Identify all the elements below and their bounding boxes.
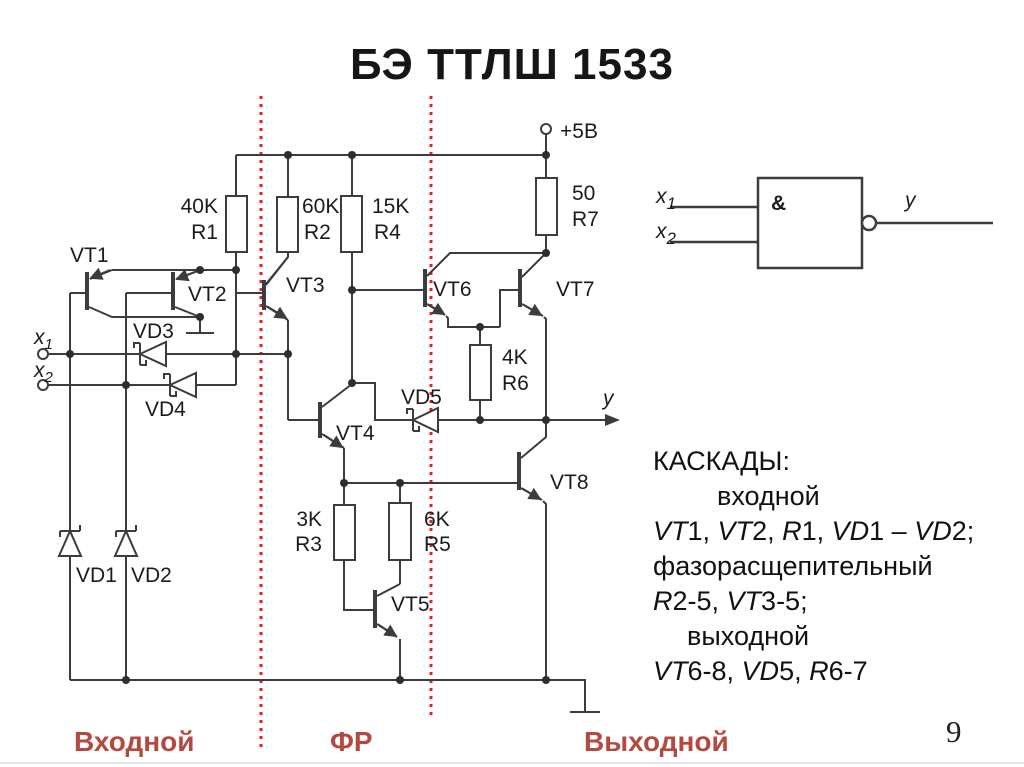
label-vt8: VT8 <box>550 471 589 494</box>
label-r7-name: R7 <box>572 208 599 231</box>
label-r3-value: 3K <box>296 508 322 531</box>
gate-y-label: y <box>903 189 917 212</box>
resistor-r6 <box>469 344 492 401</box>
wire-vt3 <box>265 256 289 354</box>
diodes <box>57 340 439 557</box>
label-output-y: y <box>601 387 615 410</box>
diode-vd1 <box>57 525 83 557</box>
label-r7-value: 50 <box>572 182 595 205</box>
caption-line: КАСКАДЫ: <box>653 446 790 476</box>
label-input-x2: x2 <box>33 359 54 386</box>
diode-vd5 <box>406 406 439 434</box>
label-vt5: VT5 <box>391 593 430 616</box>
diode-vd4 <box>163 371 197 399</box>
section-label-phase: ФР <box>330 726 373 757</box>
vt8-emitter-arrow <box>522 487 542 500</box>
label-r6-value: 4K <box>502 346 528 369</box>
label-vt4: VT4 <box>336 422 375 445</box>
wire-vt7 <box>499 252 547 420</box>
junction-dots <box>66 151 550 684</box>
label-vt3: VT3 <box>286 274 325 297</box>
wire-x1-line <box>48 353 318 421</box>
caption-line: R2-5, VT3-5; <box>653 586 808 616</box>
label-r4-name: R4 <box>374 221 401 244</box>
page-number: 9 <box>946 714 962 749</box>
emitter-arrows <box>89 267 543 638</box>
resistor-r1 <box>225 195 248 253</box>
gate-x1-label: x1 <box>655 185 676 213</box>
label-r1-value: 40K <box>181 195 218 218</box>
resistor-r4 <box>340 195 363 253</box>
power-terminal <box>540 123 552 135</box>
label-vd5: VD5 <box>401 386 442 409</box>
wire-power <box>236 134 547 156</box>
wire-vt8 <box>520 420 547 680</box>
label-vt1: VT1 <box>70 244 109 267</box>
gate-inversion-circle <box>860 214 878 232</box>
resistor-r7 <box>535 177 558 236</box>
label-r4-value: 15K <box>372 195 409 218</box>
wire-node-riser <box>235 270 262 385</box>
vt6-emitter-arrow <box>428 302 446 316</box>
diode-vd2 <box>113 525 139 557</box>
label-r2-name: R2 <box>304 221 331 244</box>
vt3-emitter-arrow <box>267 306 288 320</box>
wire-ground-rail <box>70 679 600 713</box>
label-r6-name: R6 <box>502 372 529 395</box>
slide-bottom-edge <box>0 762 1024 764</box>
label-vd4: VD4 <box>145 398 186 421</box>
label-r1-name: R1 <box>191 221 218 244</box>
caption-line: VT1, VT2, R1, VD1 – VD2; <box>653 516 975 546</box>
gate-op-label: & <box>771 192 786 215</box>
resistor-r3 <box>333 504 356 561</box>
resistor-r5 <box>388 502 412 561</box>
circuit-wires <box>48 134 606 713</box>
nand-gate-symbol: & x1 x2 y <box>655 176 993 270</box>
label-r5-value: 6K <box>424 508 450 531</box>
transistor-bars <box>85 269 522 628</box>
label-vd2: VD2 <box>131 564 172 587</box>
section-label-output: Выходной <box>584 726 729 757</box>
wire-vt4-collector-jog <box>352 382 413 421</box>
section-label-input: Входной <box>74 726 195 757</box>
label-vd1: VD1 <box>76 564 117 587</box>
label-vt6: VT6 <box>433 278 472 301</box>
label-r3-name: R3 <box>295 533 322 556</box>
caption-line: входной <box>717 481 820 511</box>
resistor-r2 <box>276 196 299 253</box>
label-input-x1: x1 <box>33 326 53 353</box>
vt5-emitter-arrow <box>378 624 398 638</box>
page-title: БЭ ТТЛШ 1533 <box>350 40 674 89</box>
wire-vt6 <box>352 252 546 328</box>
caption-line: выходной <box>687 621 810 651</box>
terminals <box>37 123 552 391</box>
caption-line: VT6-8, VD5, R6-7 <box>653 656 868 686</box>
caption-line: фазорасщепительный <box>653 551 933 581</box>
label-vt7: VT7 <box>556 278 595 301</box>
vt2-emitter-arrow <box>175 268 199 282</box>
gate-input-lines <box>670 205 993 244</box>
input-x1-terminal <box>37 348 49 360</box>
label-vt2: VT2 <box>188 283 227 306</box>
gate-body <box>756 176 864 270</box>
input-x2-terminal <box>37 379 49 391</box>
label-vd3: VD3 <box>133 320 174 343</box>
component-labels: +5В 40K R1 60K R2 15K R4 50 R7 4K R6 3K … <box>33 120 615 616</box>
label-power: +5В <box>560 120 598 143</box>
resistors <box>225 177 558 561</box>
output-arrowhead <box>605 414 620 426</box>
diode-vd3 <box>133 340 167 368</box>
label-r5-name: R5 <box>424 533 451 556</box>
vt1-emitter-arrow <box>89 267 111 280</box>
label-r2-value: 60K <box>302 195 339 218</box>
gate-x2-label: x2 <box>655 220 677 248</box>
vt4-emitter-arrow <box>323 434 344 449</box>
vt7-emitter-arrow <box>523 303 543 316</box>
